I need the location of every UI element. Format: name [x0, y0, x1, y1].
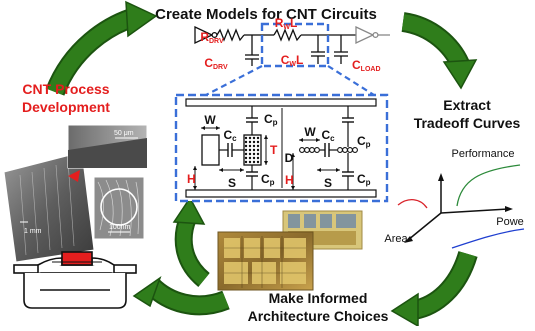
scale-bottom-label: 100nm — [109, 224, 131, 231]
label-r-drv: RDRV — [200, 30, 224, 45]
sem-image-bottom — [93, 176, 145, 240]
label-cp-bottom-right: Cp — [357, 172, 371, 187]
chip-die-photo — [217, 210, 363, 291]
curve-red — [397, 199, 428, 209]
label-d-right: D — [285, 151, 294, 165]
label-cp-bottom-left: Cp — [261, 172, 275, 187]
wire-model-box — [174, 93, 389, 203]
tradeoff-plot — [397, 164, 525, 249]
transistor-cross-section — [13, 251, 137, 309]
label-s-right: S — [324, 176, 332, 190]
label-t-left: T — [270, 143, 278, 157]
zoom-line-right — [327, 65, 375, 96]
sem-image-top — [67, 124, 148, 169]
label-w-right: W — [304, 125, 316, 139]
axis-label-power: Powe — [496, 216, 524, 228]
tradeoff-caption-1: Extract — [443, 97, 491, 113]
arch-caption-1: Make Informed — [269, 290, 368, 306]
label-cc-right: Cc — [321, 128, 335, 143]
label-c-load: CLOAD — [352, 58, 381, 73]
label-cc-left: Cc — [223, 128, 237, 143]
wire-highlight-box — [260, 22, 330, 68]
tradeoff-caption-2: Tradeoff Curves — [414, 115, 521, 131]
label-cw-l: CWL — [281, 53, 304, 68]
diagram-title: Create Models for CNT Circuits — [155, 6, 377, 23]
arrow-to-models — [45, 0, 158, 96]
axis-label-area: Area — [384, 233, 408, 245]
arrow-to-architecture — [390, 250, 478, 328]
label-cp-top-right: Cp — [357, 134, 371, 149]
zoom-pointer — [68, 170, 80, 182]
scale-top-label: 50 μm — [114, 130, 134, 137]
curve-green — [456, 164, 521, 207]
curve-blue — [451, 228, 525, 249]
zoom-line-left — [205, 65, 263, 96]
axis-power — [440, 208, 509, 214]
circuit-schematic — [194, 25, 390, 66]
label-w-left: W — [204, 113, 216, 127]
label-s-left: S — [228, 176, 236, 190]
label-h-right: H — [285, 173, 294, 187]
label-h-left: H — [187, 172, 196, 186]
arrow-to-tradeoff — [401, 12, 478, 90]
axis-area — [407, 212, 442, 241]
label-rw-l: RWL — [275, 16, 298, 31]
process-caption-2: Development — [22, 99, 110, 115]
arrow-to-process — [132, 276, 230, 316]
arrow-center-loop — [172, 196, 211, 287]
label-cp-top-left: Cp — [264, 112, 278, 127]
scale-left-label: 1 mm — [24, 228, 42, 235]
sem-image-left — [3, 151, 95, 263]
process-caption-1: CNT Process — [22, 81, 109, 97]
axis-label-performance: Performance — [452, 148, 515, 160]
label-c-drv: CDRV — [204, 56, 228, 71]
arch-caption-2: Architecture Choices — [248, 308, 389, 324]
